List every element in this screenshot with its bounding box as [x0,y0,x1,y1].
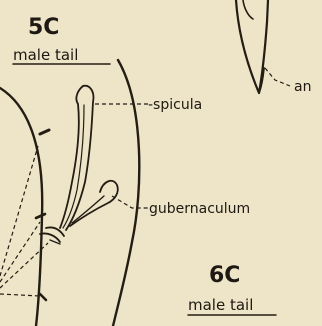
callout-gubernaculum: gubernaculum [149,201,250,217]
figure-6c-caption: male tail [188,296,253,314]
figure-6c-tail-tip-drawing [236,0,268,93]
callout-an: an [294,79,311,95]
gubernaculum-leader-line [112,196,148,208]
figure-6c-number: 6C [209,263,240,288]
figure-5c-number: 5C [28,15,59,40]
figure-5c-tail-drawing [0,60,139,326]
callout-spicula: -spicula [148,97,202,113]
figure-5c-caption: male tail [13,46,78,64]
an-leader-line [265,68,290,86]
